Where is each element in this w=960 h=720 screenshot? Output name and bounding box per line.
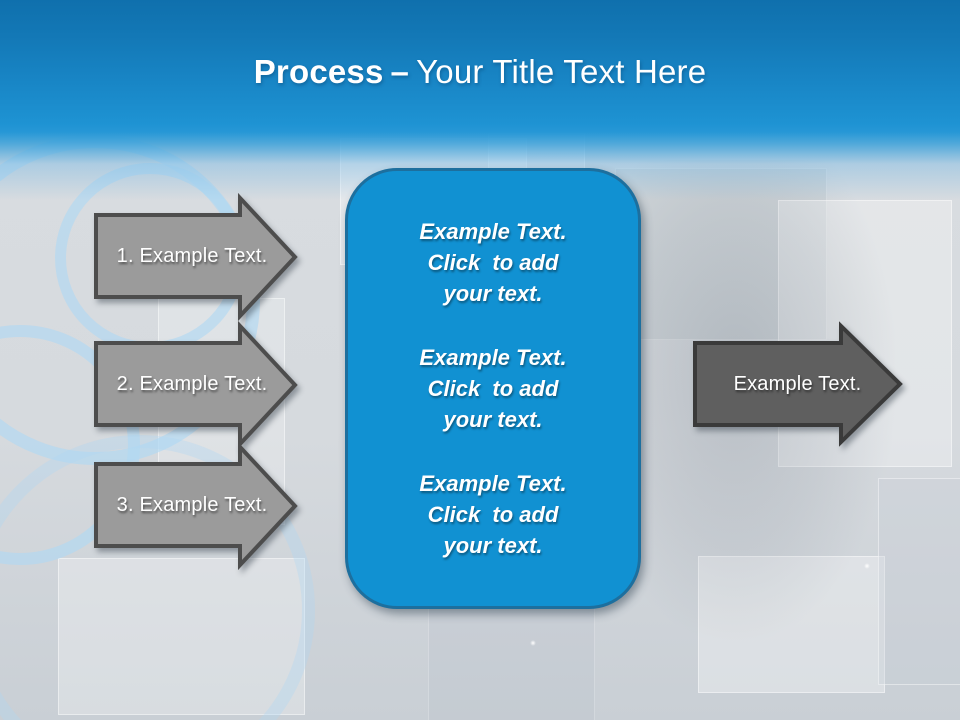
slide-title-text: Your Title Text Here — [416, 53, 707, 90]
slide-title: Process–Your Title Text Here — [0, 50, 960, 94]
result-arrow-label: Example Text. — [733, 372, 862, 395]
panel-text-line: Click to add — [427, 250, 559, 275]
panel-text-line: your text. — [443, 407, 543, 432]
arrow-right-shape — [94, 192, 298, 322]
panel-text-line: Click to add — [427, 376, 559, 401]
panel-text-line: Click to add — [427, 502, 559, 527]
panel-text-line: Example Text. — [419, 219, 567, 244]
background-collage-tile — [698, 556, 885, 693]
panel-text-line: Example Text. — [419, 345, 567, 370]
center-text-panel: Example Text. Click to add your text. Ex… — [345, 168, 641, 609]
background-sparkle — [530, 640, 536, 646]
slide-title-separator: – — [390, 53, 410, 90]
panel-text-block-1: Example Text. Click to add your text. — [348, 216, 638, 309]
process-arrow-2: 2. Example Text. — [94, 320, 298, 450]
panel-text-line: Example Text. — [419, 471, 567, 496]
process-arrow-1: 1. Example Text. — [94, 192, 298, 322]
process-arrow-2-label: 2. Example Text. — [116, 372, 268, 395]
result-arrow: Example Text. — [693, 321, 903, 447]
arrow-right-shape — [94, 441, 298, 571]
arrow-right-shape — [94, 320, 298, 450]
panel-text-block-2: Example Text. Click to add your text. — [348, 342, 638, 435]
process-arrow-1-label: 1. Example Text. — [116, 244, 268, 267]
header-gradient-band — [0, 0, 960, 200]
arrow-right-shape — [693, 321, 903, 447]
slide-title-keyword: Process — [253, 53, 384, 90]
panel-text-line: your text. — [443, 281, 543, 306]
panel-text-block-3: Example Text. Click to add your text. — [348, 468, 638, 561]
process-arrow-3-label: 3. Example Text. — [116, 493, 268, 516]
background-sparkle — [864, 563, 870, 569]
background-collage-tile — [878, 478, 960, 685]
process-arrow-3: 3. Example Text. — [94, 441, 298, 571]
panel-text-line: your text. — [443, 533, 543, 558]
